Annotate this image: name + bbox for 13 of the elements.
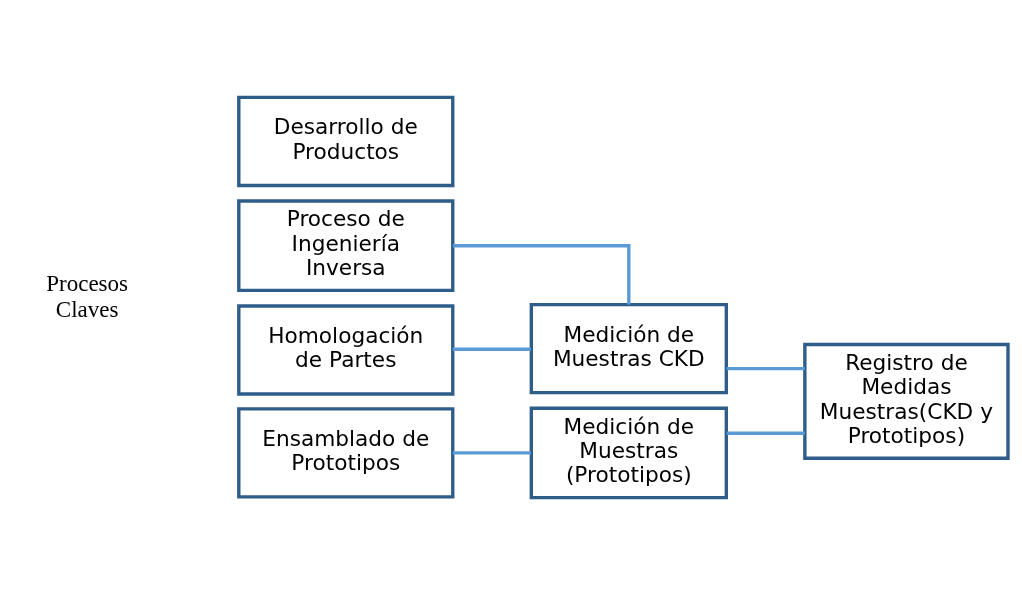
- node-box: Ensamblado de Prototipos: [237, 407, 455, 499]
- connector: [452, 451, 531, 455]
- node-box: Medición de Muestras (Prototipos): [529, 406, 728, 500]
- connector: [726, 431, 805, 435]
- node-box: Registro de Medidas Muestras(CKD y Prototipos): [803, 342, 1010, 460]
- node-box: Proceso de Ingeniería Inversa: [237, 199, 455, 293]
- connector: [452, 244, 631, 305]
- node-box: Homologación de Partes: [237, 304, 455, 396]
- connector: [726, 366, 805, 371]
- node-box: Desarrollo de Productos: [237, 95, 455, 188]
- connector: [452, 347, 531, 351]
- node-box: Medición de Muestras CKD: [529, 302, 728, 395]
- label: Procesos Claves: [46, 270, 129, 322]
